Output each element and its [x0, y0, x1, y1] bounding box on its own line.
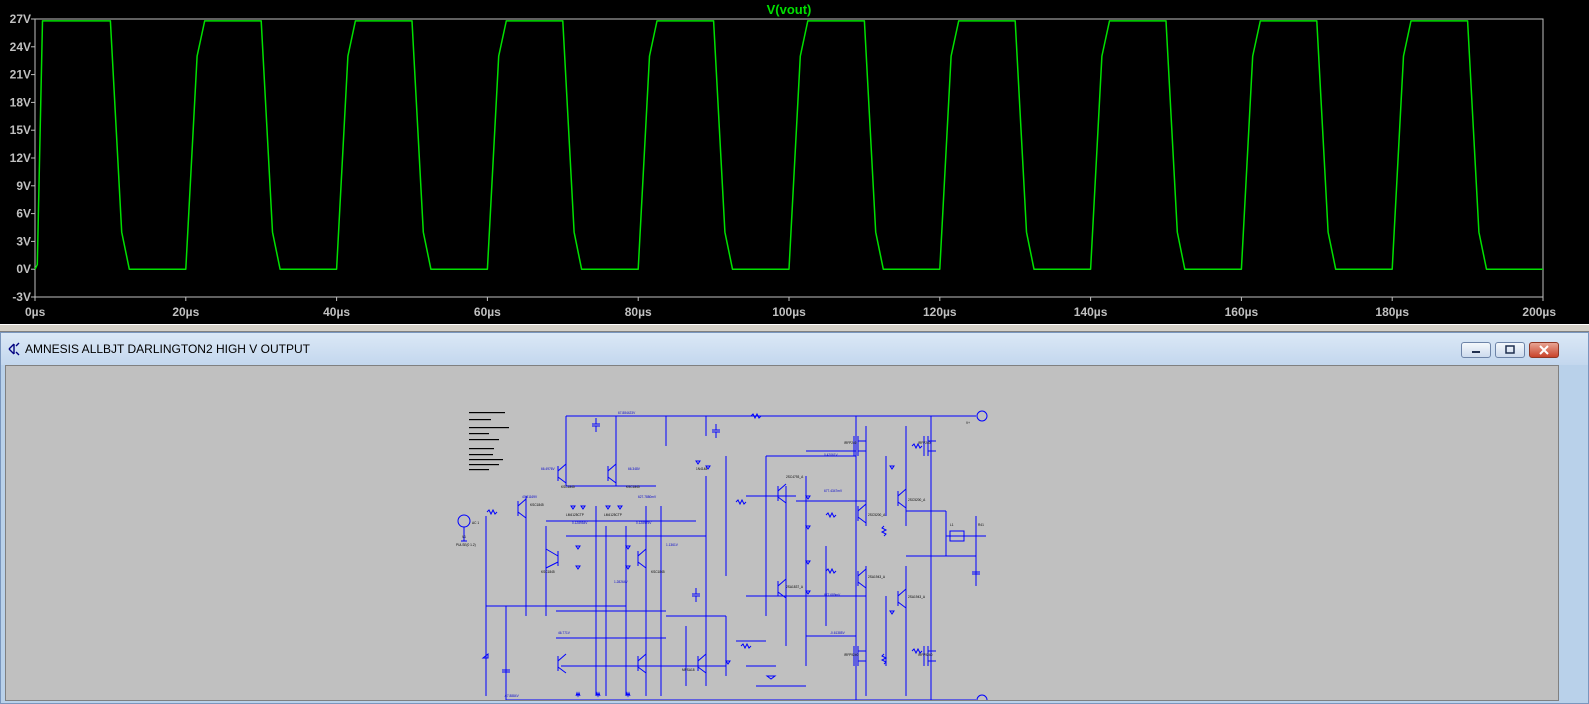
- schematic-window[interactable]: AMNESIS ALLBJT DARLINGTON2 HIGH V OUTPUT: [0, 332, 1589, 704]
- x-tick-label: 20µs: [172, 305, 199, 319]
- svg-text:2SC4793_A: 2SC4793_A: [786, 475, 804, 479]
- svg-text:0.128954V: 0.128954V: [572, 521, 588, 525]
- svg-text:IRFP240: IRFP240: [844, 441, 857, 445]
- close-icon: [1539, 345, 1549, 355]
- svg-text:677.4347mV: 677.4347mV: [824, 489, 843, 493]
- svg-text:0.42061V: 0.42061V: [824, 453, 839, 457]
- y-tick-label: 21V: [10, 68, 31, 82]
- x-tick-label: 180µs: [1375, 305, 1409, 319]
- schematic-window-title: AMNESIS ALLBJT DARLINGTON2 HIGH V OUTPUT: [25, 342, 310, 356]
- svg-text:MPSA18: MPSA18: [682, 668, 695, 672]
- x-tick-label: 0µs: [25, 305, 46, 319]
- y-tick-label: 15V: [10, 123, 31, 137]
- x-tick-label: 120µs: [923, 305, 957, 319]
- svg-text:67.884423V: 67.884423V: [618, 411, 636, 415]
- svg-text:1.1361V: 1.1361V: [666, 543, 679, 547]
- x-tick-label: 140µs: [1074, 305, 1108, 319]
- svg-text:66.348V: 66.348V: [628, 467, 641, 471]
- spice-directives[interactable]: [464, 410, 526, 471]
- svg-text:LM4125CTP: LM4125CTP: [604, 513, 622, 517]
- svg-text:0.128975V: 0.128975V: [636, 521, 652, 525]
- svg-text:V+: V+: [966, 421, 970, 425]
- y-tick-label: 18V: [10, 95, 31, 109]
- maximize-icon: [1505, 345, 1515, 354]
- svg-text:V1: V1: [462, 535, 466, 539]
- svg-text:2SC5200_A: 2SC5200_A: [908, 498, 926, 502]
- svg-text:IRFP9240: IRFP9240: [918, 653, 933, 657]
- svg-text:47.81169V: 47.81169V: [522, 495, 538, 499]
- svg-text:677.689mV: 677.689mV: [824, 593, 841, 597]
- svg-text:KSC1845: KSC1845: [561, 485, 575, 489]
- window-border: [1559, 365, 1588, 701]
- svg-text:-0.61385V: -0.61385V: [830, 631, 846, 635]
- x-tick-label: 200µs: [1522, 305, 1556, 319]
- schematic-wires[interactable]: [457, 410, 988, 701]
- minimize-button[interactable]: [1461, 342, 1491, 358]
- close-button[interactable]: [1529, 342, 1559, 358]
- svg-text:IRFP240: IRFP240: [918, 441, 931, 445]
- svg-text:LM4125CTP: LM4125CTP: [566, 513, 584, 517]
- y-tick-label: 12V: [10, 151, 31, 165]
- svg-text:627.7880mV: 627.7880mV: [638, 495, 657, 499]
- y-tick-label: 9V: [16, 179, 31, 193]
- svg-text:PULSE(0 1.2): PULSE(0 1.2): [456, 543, 476, 547]
- svg-text:AC 1: AC 1: [472, 521, 479, 525]
- svg-text:KSC1845: KSC1845: [541, 570, 555, 574]
- y-tick-label: 27V: [10, 12, 31, 26]
- svg-text:L1: L1: [950, 523, 954, 527]
- trace-title[interactable]: V(vout): [767, 2, 812, 17]
- svg-text:2SA1943_A: 2SA1943_A: [868, 575, 886, 579]
- y-tick-label: 3V: [16, 234, 31, 248]
- y-tick-label: 24V: [10, 40, 31, 54]
- trace-vout-line[interactable]: [34, 20, 1543, 270]
- svg-text:KSC1845: KSC1845: [626, 485, 640, 489]
- svg-text:2SC5200_A: 2SC5200_A: [868, 513, 886, 517]
- svg-text:2SA1837_A: 2SA1837_A: [786, 585, 804, 589]
- x-tick-label: 160µs: [1225, 305, 1259, 319]
- svg-text:IRFP9240: IRFP9240: [844, 653, 859, 657]
- minimize-icon: [1472, 351, 1480, 353]
- svg-text:1.28264V: 1.28264V: [614, 580, 629, 584]
- x-tick-label: 100µs: [772, 305, 806, 319]
- ltspice-schematic-icon: [8, 342, 20, 356]
- svg-text:1N4148: 1N4148: [696, 467, 707, 471]
- svg-text:-67.8884V: -67.8884V: [504, 694, 520, 698]
- y-tick-label: -3V: [12, 290, 31, 304]
- svg-text:2SA1943_A: 2SA1943_A: [908, 595, 926, 599]
- x-tick-label: 60µs: [474, 305, 501, 319]
- svg-text:R41: R41: [978, 523, 984, 527]
- pane-splitter[interactable]: [0, 324, 1589, 332]
- svg-text:KSC1845: KSC1845: [530, 503, 544, 507]
- schematic-labels: 67.884423V 47.81169V 66.4976V 66.348V 0.…: [456, 411, 984, 698]
- x-tick-label: 40µs: [323, 305, 350, 319]
- svg-text:46.771V: 46.771V: [558, 631, 571, 635]
- x-tick-label: 80µs: [625, 305, 652, 319]
- y-tick-label: 0V: [16, 262, 31, 276]
- svg-text:KSC1845: KSC1845: [651, 570, 665, 574]
- schematic-canvas[interactable]: 67.884423V 47.81169V 66.4976V 66.348V 0.…: [5, 365, 1559, 701]
- schematic-titlebar[interactable]: AMNESIS ALLBJT DARLINGTON2 HIGH V OUTPUT: [1, 333, 1588, 365]
- schematic-drawing[interactable]: 67.884423V 47.81169V 66.4976V 66.348V 0.…: [6, 366, 1559, 701]
- maximize-button[interactable]: [1495, 342, 1525, 358]
- y-tick-label: 6V: [16, 207, 31, 221]
- svg-text:66.4976V: 66.4976V: [541, 467, 556, 471]
